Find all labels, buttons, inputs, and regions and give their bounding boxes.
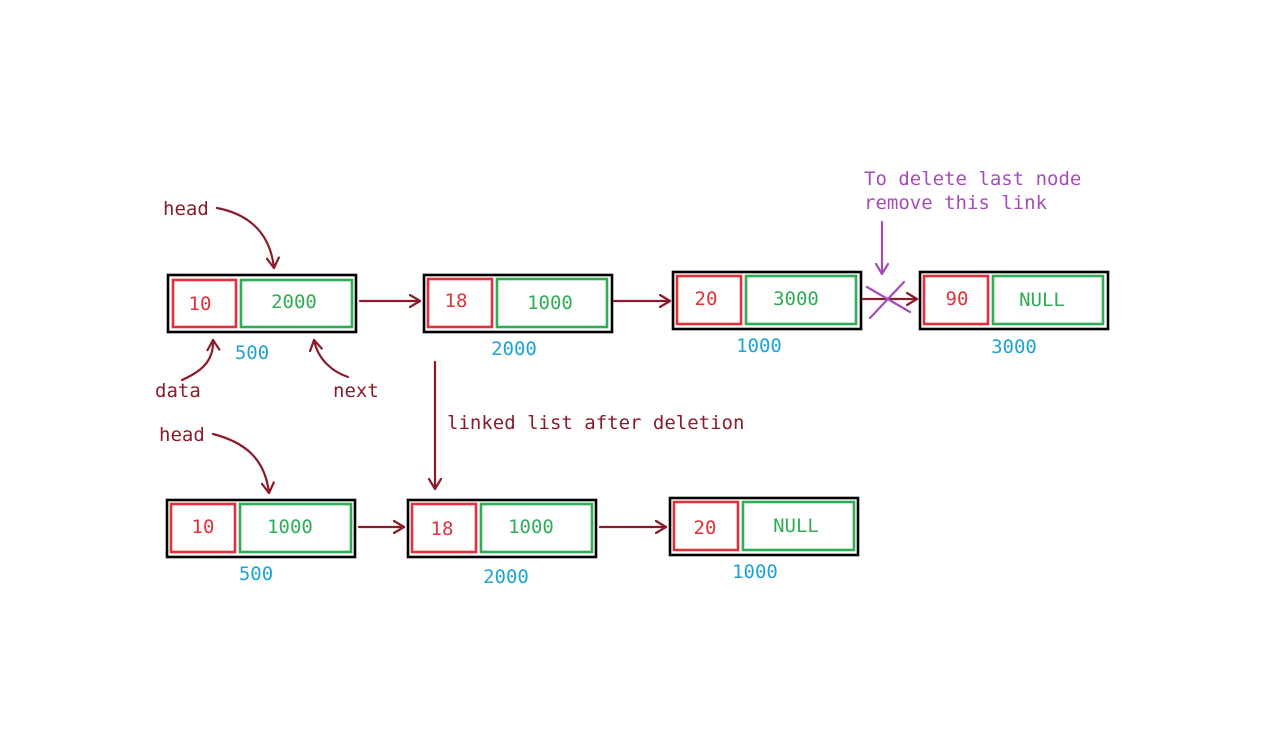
top-node-1: 10 2000 500 (166, 273, 358, 364)
node-next-value: 2000 (271, 291, 317, 313)
bottom-node-1: 10 1000 500 (165, 498, 357, 585)
next-field (479, 502, 594, 554)
node-address: 1000 (736, 335, 782, 357)
node-outline (671, 270, 863, 331)
data-field (675, 274, 743, 326)
data-field (426, 277, 494, 329)
transition-label: linked list after deletion (447, 412, 744, 434)
top-node-2: 18 1000 2000 (422, 273, 614, 360)
node-next-value: 1000 (267, 516, 313, 538)
node-address: 1000 (732, 561, 778, 583)
node-next-value: NULL (773, 515, 819, 537)
node-data-value: 10 (192, 516, 215, 538)
next-pointer-arrow (314, 338, 350, 379)
node-data-value: 10 (189, 293, 212, 315)
data-field (922, 274, 990, 326)
annotation-line-2: remove this link (864, 192, 1048, 214)
top-node-4: 90 NULL 3000 (918, 270, 1110, 358)
node-data-value: 90 (946, 288, 969, 310)
node-next-value: NULL (1019, 289, 1065, 311)
next-field (741, 500, 856, 552)
head-label: head (163, 198, 209, 220)
next-field (238, 502, 353, 554)
data-field (171, 278, 238, 329)
node-data-value: 20 (694, 517, 717, 539)
next-field (744, 274, 858, 326)
annotation-line-1: To delete last node (864, 168, 1081, 190)
node-outline (166, 273, 358, 334)
delete-annotation: To delete last node remove this link (864, 168, 1081, 276)
node-outline (918, 270, 1110, 331)
node-data-value: 20 (695, 288, 718, 310)
head-pointer-arrow (211, 432, 269, 495)
next-field (991, 274, 1105, 326)
data-field (410, 502, 478, 554)
node-address: 2000 (491, 338, 537, 360)
node-next-value: 1000 (508, 516, 554, 538)
next-label: next (333, 380, 379, 402)
node-address: 3000 (991, 336, 1037, 358)
delete-link-cross (865, 280, 912, 320)
bottom-node-2: 18 1000 2000 (406, 498, 598, 588)
node-data-value: 18 (431, 518, 454, 540)
data-field (672, 500, 740, 552)
node-data-value: 18 (445, 290, 468, 312)
transition: linked list after deletion (435, 360, 744, 491)
data-pointer-arrow (180, 338, 213, 382)
data-field (169, 502, 237, 554)
bottom-linked-list: 10 1000 500 18 1000 2000 20 NULL 1000 he… (159, 424, 860, 588)
node-outline (406, 498, 598, 559)
next-field (495, 277, 609, 329)
next-field (239, 278, 354, 329)
node-outline (165, 498, 357, 559)
node-next-value: 3000 (773, 288, 819, 310)
node-outline (422, 273, 614, 334)
top-linked-list: 10 2000 500 18 1000 2000 20 3000 1000 (155, 198, 1110, 402)
node-address: 2000 (483, 566, 529, 588)
top-node-3: 20 3000 1000 (671, 270, 863, 357)
node-next-value: 1000 (527, 292, 573, 314)
head-pointer-arrow (215, 206, 274, 270)
head-label: head (159, 424, 205, 446)
node-address: 500 (239, 563, 273, 585)
data-label: data (155, 380, 201, 402)
node-outline (668, 496, 860, 557)
node-address: 500 (235, 342, 269, 364)
bottom-node-3: 20 NULL 1000 (668, 496, 860, 583)
